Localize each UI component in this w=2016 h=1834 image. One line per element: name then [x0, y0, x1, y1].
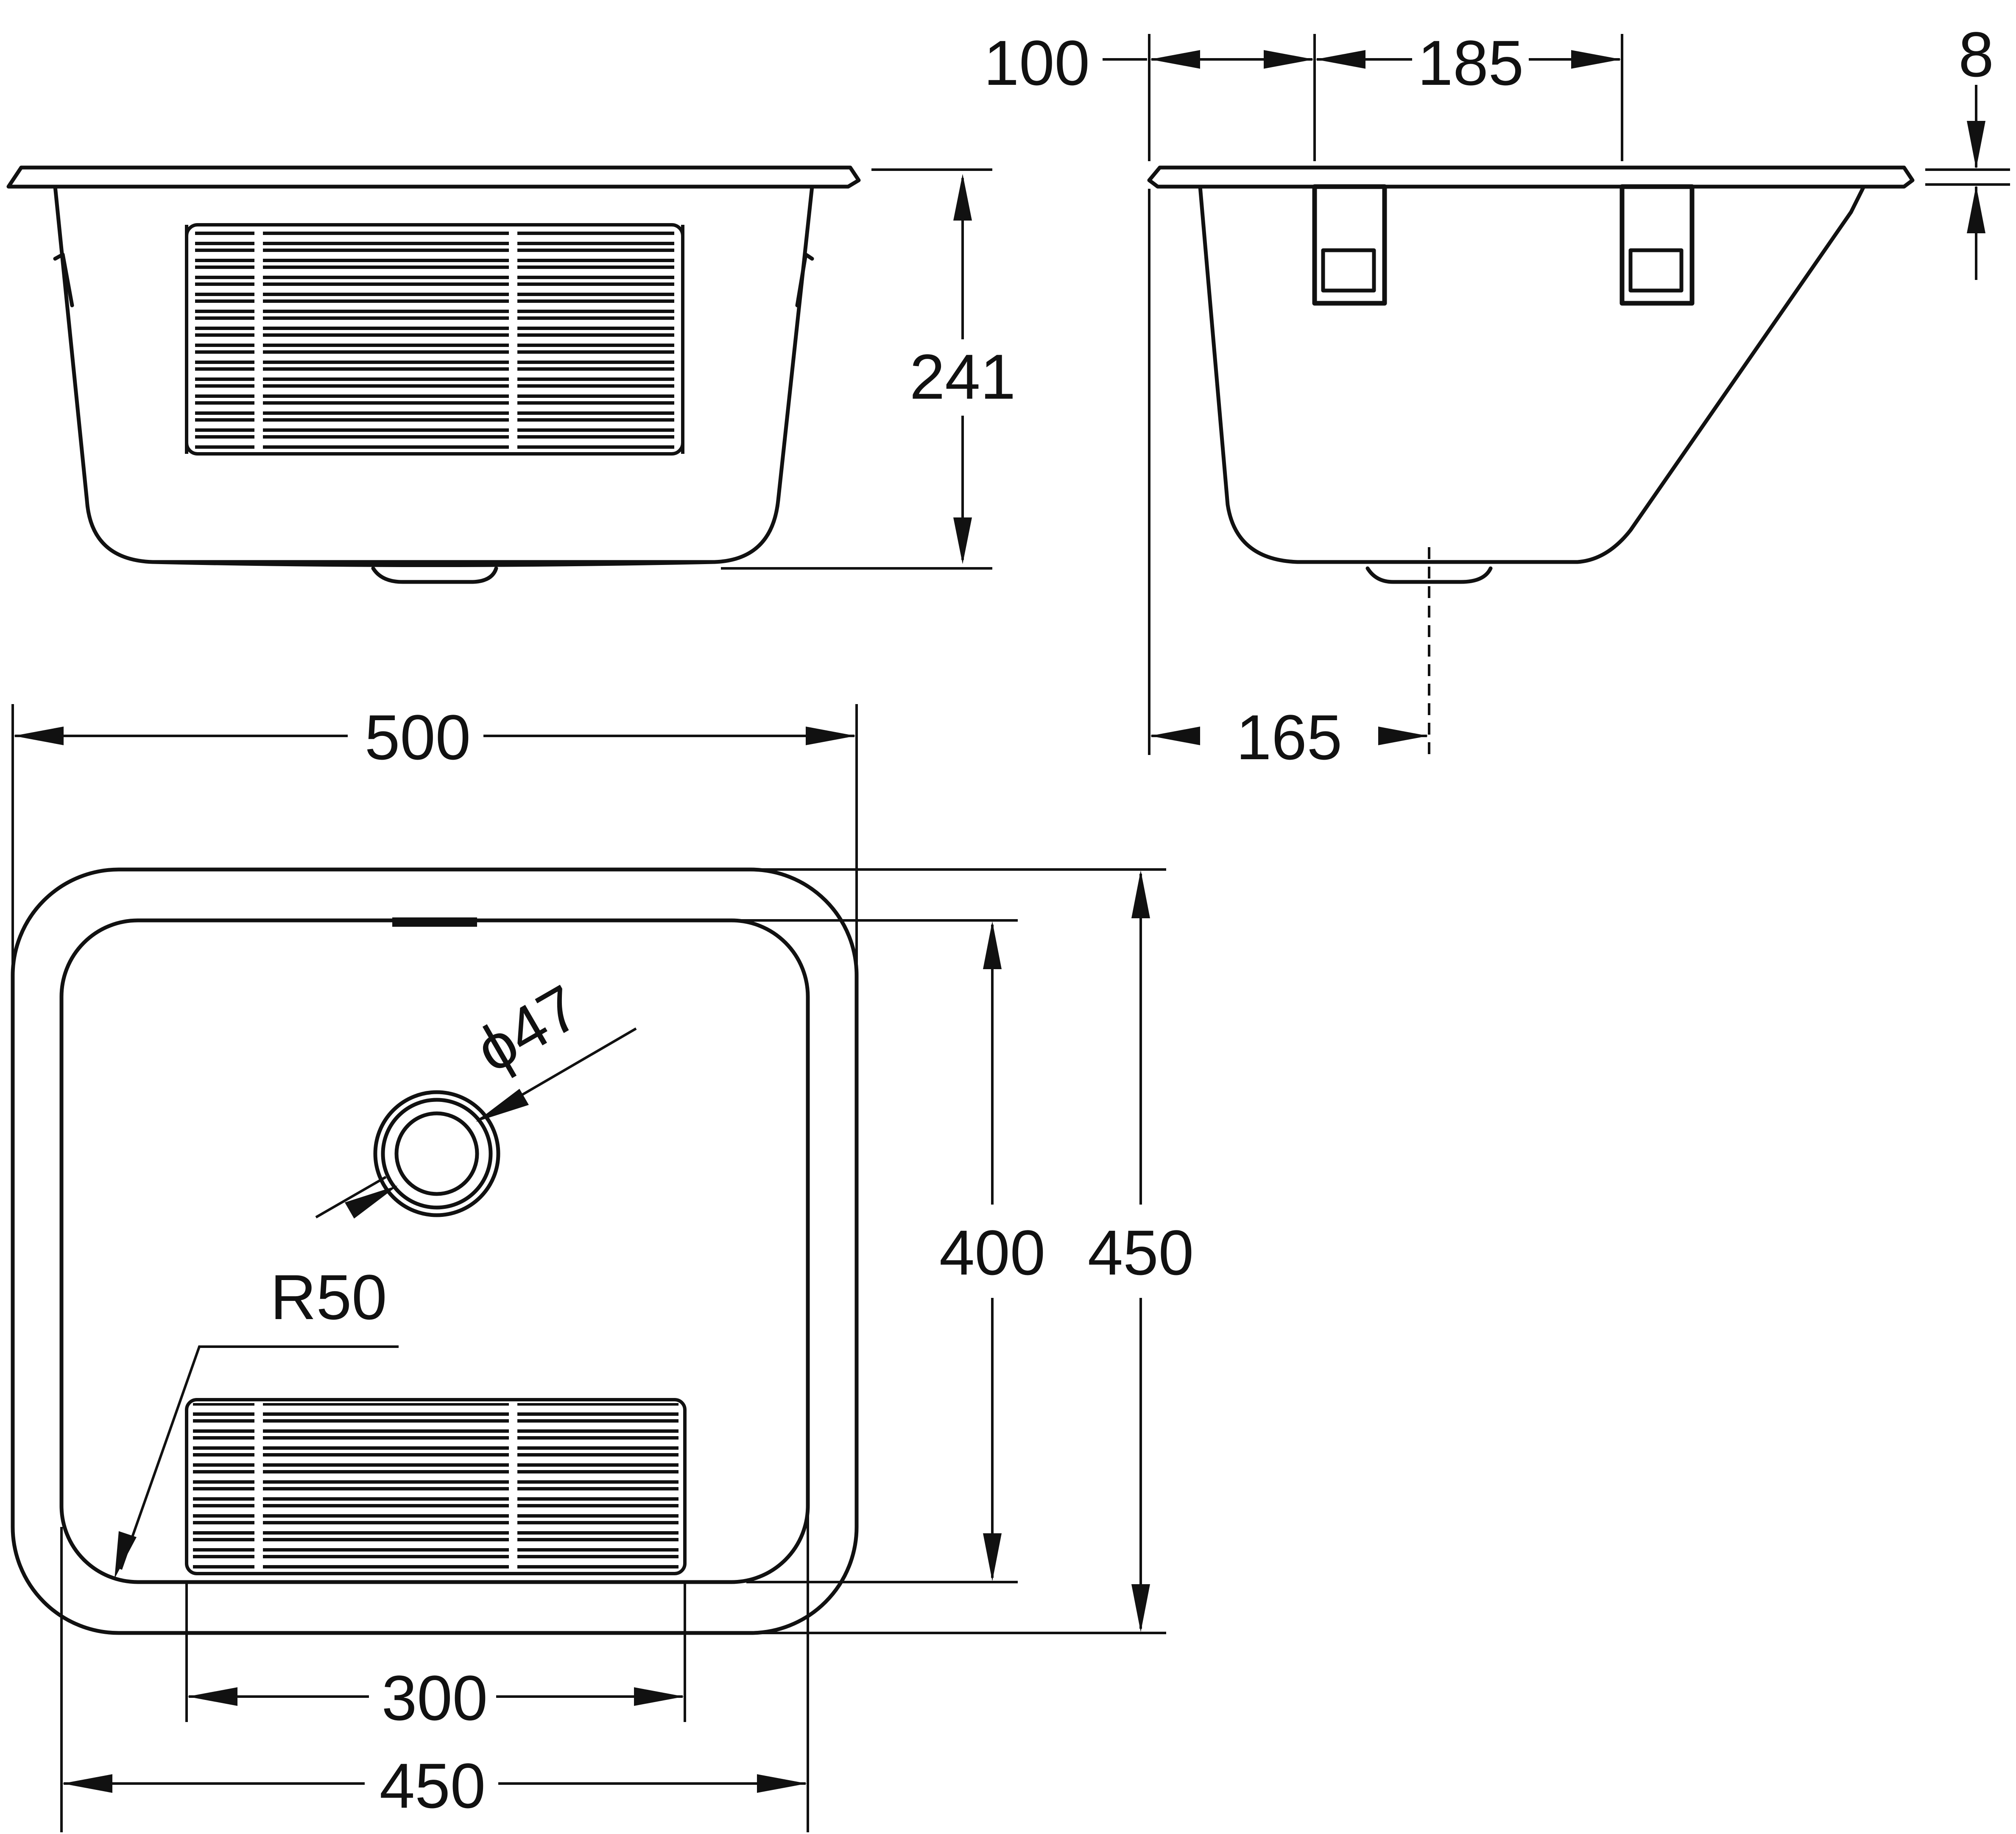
front-rim: [6, 165, 861, 189]
front-left-bracket: [53, 252, 74, 308]
dimension-100-label: 100: [984, 27, 1090, 98]
dimension-500-label: 500: [365, 702, 471, 773]
dimension-8-label: 8: [1958, 19, 1994, 90]
drain-outlet: [373, 1090, 500, 1217]
dimension-diameter-47-label: ϕ47: [464, 971, 591, 1086]
front-elevation-view: [6, 165, 861, 584]
dimension-450-vertical: 450: [738, 868, 1194, 1634]
dimension-241: 241: [721, 168, 1016, 570]
dimension-185: 185: [1315, 27, 1623, 161]
dimension-diameter-47: ϕ47: [315, 971, 637, 1219]
dimension-400: 400: [738, 919, 1045, 1583]
dimension-241-label: 241: [910, 341, 1016, 412]
plan-rib-panel: [185, 1398, 687, 1575]
plan-view: [11, 867, 859, 1635]
plan-outer-rim: [11, 867, 859, 1635]
dimension-400-label: 400: [939, 1217, 1045, 1288]
dimension-r50-label: R50: [270, 1261, 387, 1333]
front-bottom-line: [151, 560, 717, 567]
dimension-r50: R50: [114, 1261, 399, 1579]
overflow-slots: [392, 917, 477, 927]
dimension-165: 165: [1148, 189, 1428, 773]
side-bracket-left: [1312, 184, 1387, 306]
dimension-450-horizontal: 450: [60, 1510, 809, 1832]
side-outlet-bump: [1365, 566, 1493, 584]
dimension-450-horizontal-label: 450: [380, 1750, 486, 1821]
dimension-100: 100: [984, 27, 1316, 161]
side-rim: [1147, 165, 1915, 189]
dimension-185-label: 185: [1418, 27, 1524, 98]
front-right-bracket: [795, 252, 814, 308]
side-elevation-view: [1147, 165, 1915, 755]
dimension-500: 500: [11, 702, 858, 997]
dimension-300-label: 300: [382, 1662, 488, 1733]
side-bracket-right: [1620, 184, 1695, 306]
dimension-450-vertical-label: 450: [1088, 1217, 1194, 1288]
front-rib-panel: [185, 223, 684, 456]
dimension-165-label: 165: [1236, 702, 1342, 773]
side-bowl-outline: [1198, 185, 1866, 564]
front-outlet-bump: [371, 566, 498, 584]
dimension-8: 8: [1925, 19, 2010, 280]
dimension-300: 300: [185, 1582, 686, 1733]
